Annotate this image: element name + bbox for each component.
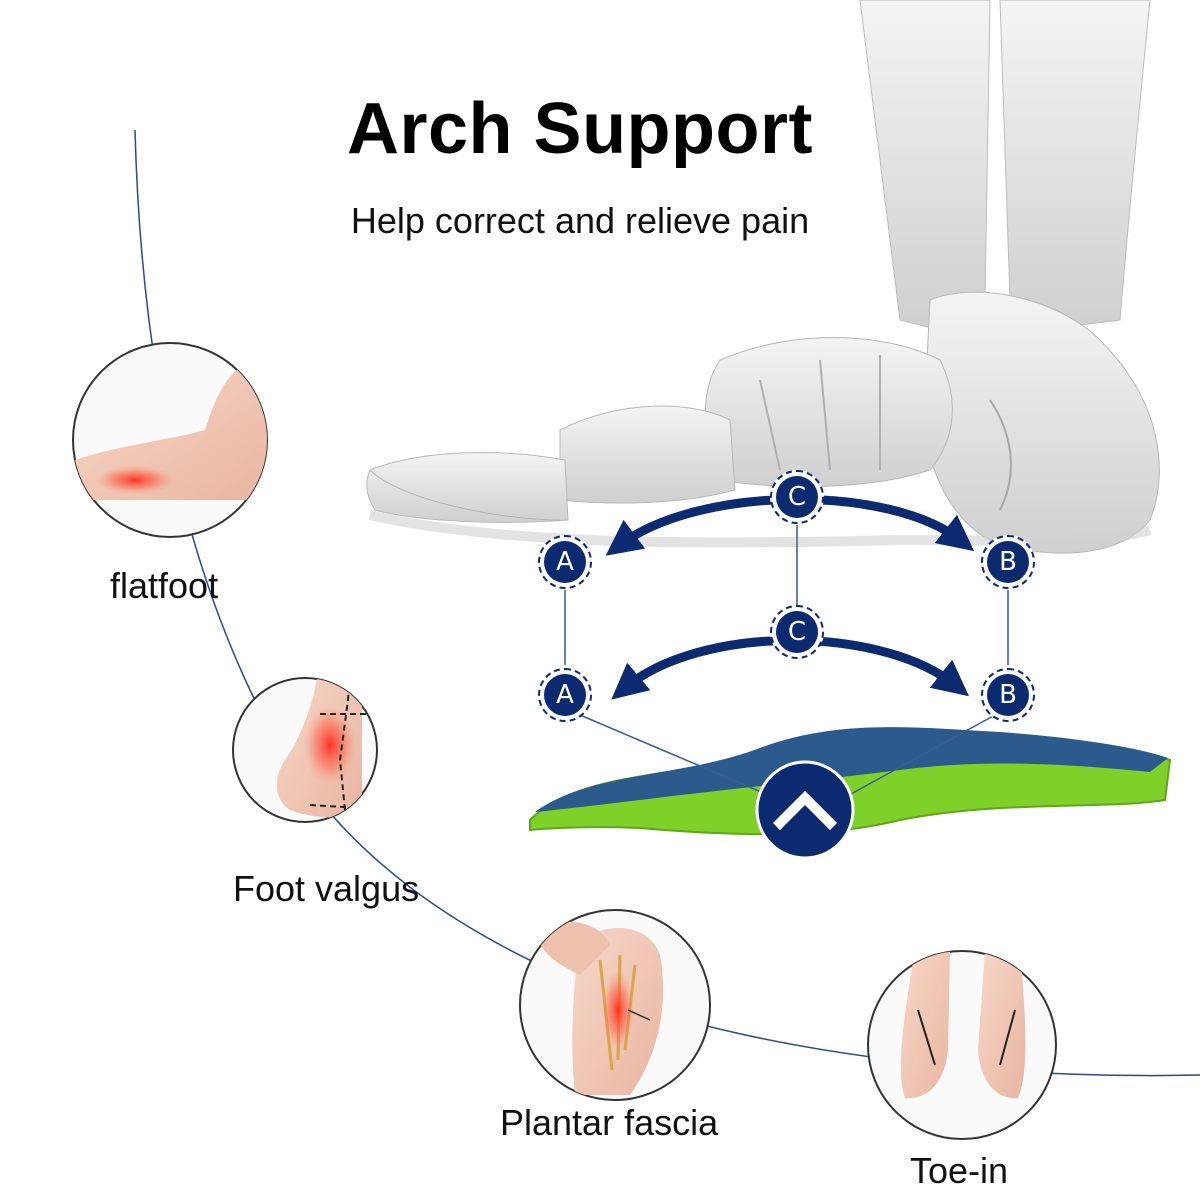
plantar-fascia-photo [519,909,711,1101]
marker-letter: A [544,674,586,716]
marker-bottom-b: B [981,668,1035,722]
condition-label-flatfoot: flatfoot [110,565,219,606]
page-subtitle: Help correct and relieve pain [350,200,810,241]
chevron-up-icon [772,790,838,831]
arch-insole [529,727,1172,836]
foot-valgus-photo [232,677,378,823]
arch-lift-badge [755,760,855,860]
page-title: Arch Support [347,89,813,169]
marker-top-c: C [770,470,824,524]
foot-skeleton [366,0,1160,554]
marker-letter: B [987,674,1029,716]
condition-label-plantar-fascia: Plantar fascia [500,1102,719,1143]
marker-letter: C [776,611,818,653]
marker-top-b: B [981,535,1035,589]
flatfoot-photo [72,342,268,538]
marker-letter: A [544,541,586,583]
marker-letter: B [987,541,1029,583]
condition-label-foot-valgus: Foot valgus [233,868,420,909]
marker-letter: C [776,476,818,518]
marker-bottom-a: A [538,668,592,722]
marker-bottom-c: C [770,605,824,659]
condition-label-toe-in: Toe-in [910,1150,1009,1191]
marker-top-a: A [538,535,592,589]
toe-in-photo [867,950,1057,1140]
